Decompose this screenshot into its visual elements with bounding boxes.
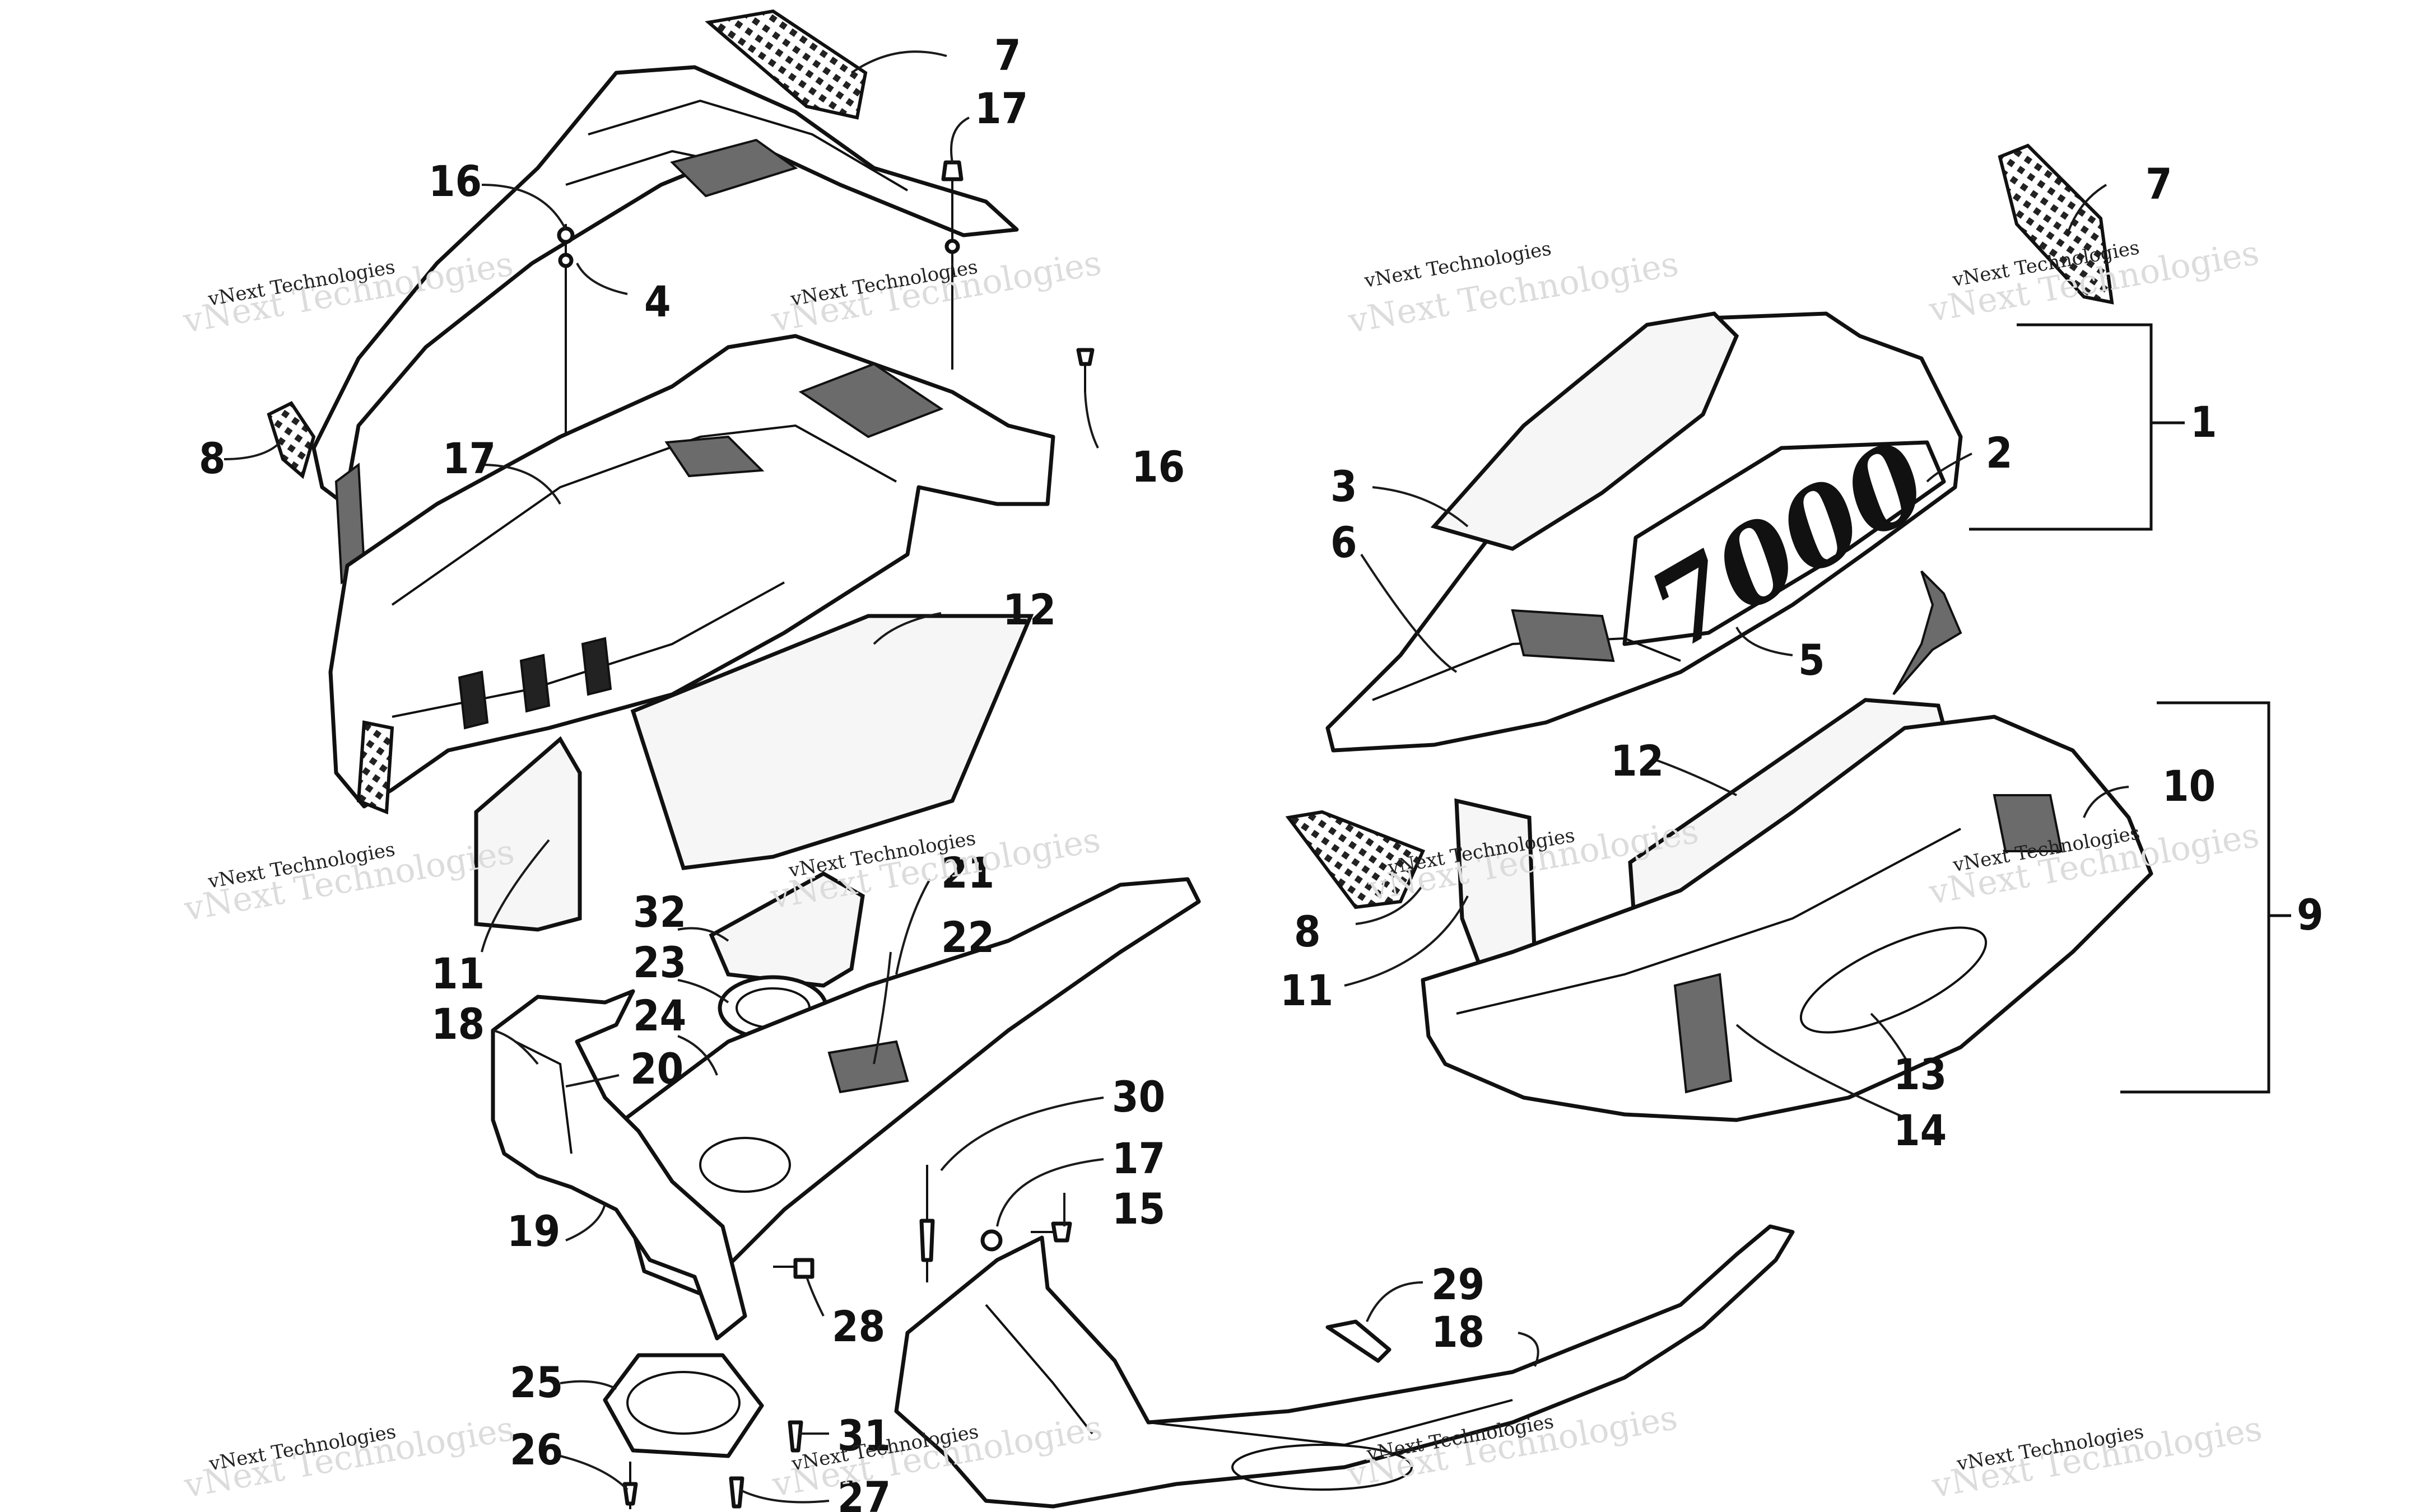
callout-11b: 11 <box>1280 965 1333 1015</box>
gasket-25 <box>603 1353 764 1458</box>
callout-17b: 17 <box>443 433 496 483</box>
callout-22: 22 <box>941 912 994 962</box>
callout-23: 23 <box>633 937 686 987</box>
callout-8b: 8 <box>1294 907 1321 956</box>
callout-3: 3 <box>1330 461 1357 511</box>
bracket-assembly-1 <box>1969 323 2185 531</box>
bolt-15 <box>1031 1221 1072 1243</box>
upper-hood-assembly: 7000 <box>1325 311 1963 753</box>
watermark-9: vNext Technologies vNext Technologies <box>181 1409 517 1506</box>
side-panel-bracket <box>491 989 747 1341</box>
watermark-12: vNext Technologies vNext Technologies <box>1929 1409 2265 1506</box>
callout-12a: 12 <box>1003 585 1056 634</box>
watermark-5: vNext Technologies vNext Technologies <box>181 832 517 929</box>
bolt-28 <box>773 1258 815 1279</box>
callout-8a: 8 <box>199 433 226 483</box>
callout-24: 24 <box>633 991 686 1040</box>
callout-10: 10 <box>2162 761 2216 811</box>
callout-28: 28 <box>832 1301 885 1351</box>
callout-20: 20 <box>630 1044 683 1094</box>
air-intake-grille-top-right <box>1998 143 2114 305</box>
callout-26: 26 <box>510 1425 563 1474</box>
watermark-3: vNext Technologies vNext Technologies <box>1345 237 1681 341</box>
bolt-16-right <box>1076 348 1095 392</box>
callout-6: 6 <box>1330 517 1357 567</box>
callout-labels: 7 17 16 4 8 17 16 12 11 32 21 23 22 24 1… <box>199 30 2324 1512</box>
callout-21: 21 <box>941 848 994 898</box>
callout-19: 19 <box>507 1206 560 1256</box>
callout-14: 14 <box>1893 1105 1947 1155</box>
callout-5: 5 <box>1798 635 1825 685</box>
rivet-27 <box>729 1476 744 1509</box>
air-intake-grille-top-left <box>705 9 868 120</box>
callout-12b: 12 <box>1611 736 1664 786</box>
side-grille-left <box>267 401 316 479</box>
callout-25: 25 <box>510 1357 563 1407</box>
belly-pan-lower <box>894 1224 1795 1509</box>
callout-7b: 7 <box>2146 159 2172 209</box>
callout-4: 4 <box>644 277 671 326</box>
callout-16b: 16 <box>1132 442 1185 492</box>
callout-18a: 18 <box>431 999 485 1049</box>
rivet-26 <box>622 1462 638 1509</box>
callout-30: 30 <box>1112 1072 1165 1122</box>
bracket-assembly-9 <box>2120 701 2291 1094</box>
callout-29: 29 <box>1431 1259 1484 1309</box>
lower-side-panel <box>1421 570 2153 1122</box>
belly-pan-upper <box>614 877 1201 1296</box>
leader-lines <box>224 50 2129 1504</box>
callout-11a: 11 <box>431 949 485 998</box>
foam-insulation-small-left <box>474 736 582 932</box>
washer-17 <box>980 1229 1003 1252</box>
callout-9: 9 <box>2297 890 2324 940</box>
watermark-2: vNext Technologies vNext Technologies <box>768 244 1104 340</box>
rivet-31 <box>788 1420 803 1453</box>
clip-29 <box>1325 1319 1392 1363</box>
callout-17a: 17 <box>975 83 1028 133</box>
callout-7a: 7 <box>994 30 1021 80</box>
hood-main-shell <box>328 334 1055 815</box>
callout-1: 1 <box>2190 397 2217 447</box>
callout-15: 15 <box>1112 1184 1165 1234</box>
callout-13: 13 <box>1893 1049 1947 1099</box>
callout-27: 27 <box>837 1472 891 1512</box>
callout-18b: 18 <box>1431 1307 1484 1357</box>
callout-32: 32 <box>633 887 686 937</box>
side-grille-right <box>1285 810 1426 909</box>
fastener-column-right <box>941 160 964 370</box>
callout-31: 31 <box>837 1411 891 1460</box>
rivet-30 <box>919 1165 935 1282</box>
callout-2: 2 <box>1986 428 2013 478</box>
callout-16a: 16 <box>429 156 482 206</box>
hood-upper-panel <box>311 65 1019 585</box>
callout-17c: 17 <box>1112 1133 1165 1183</box>
foam-insulation-left <box>630 614 1034 870</box>
panel-32 <box>709 871 865 988</box>
